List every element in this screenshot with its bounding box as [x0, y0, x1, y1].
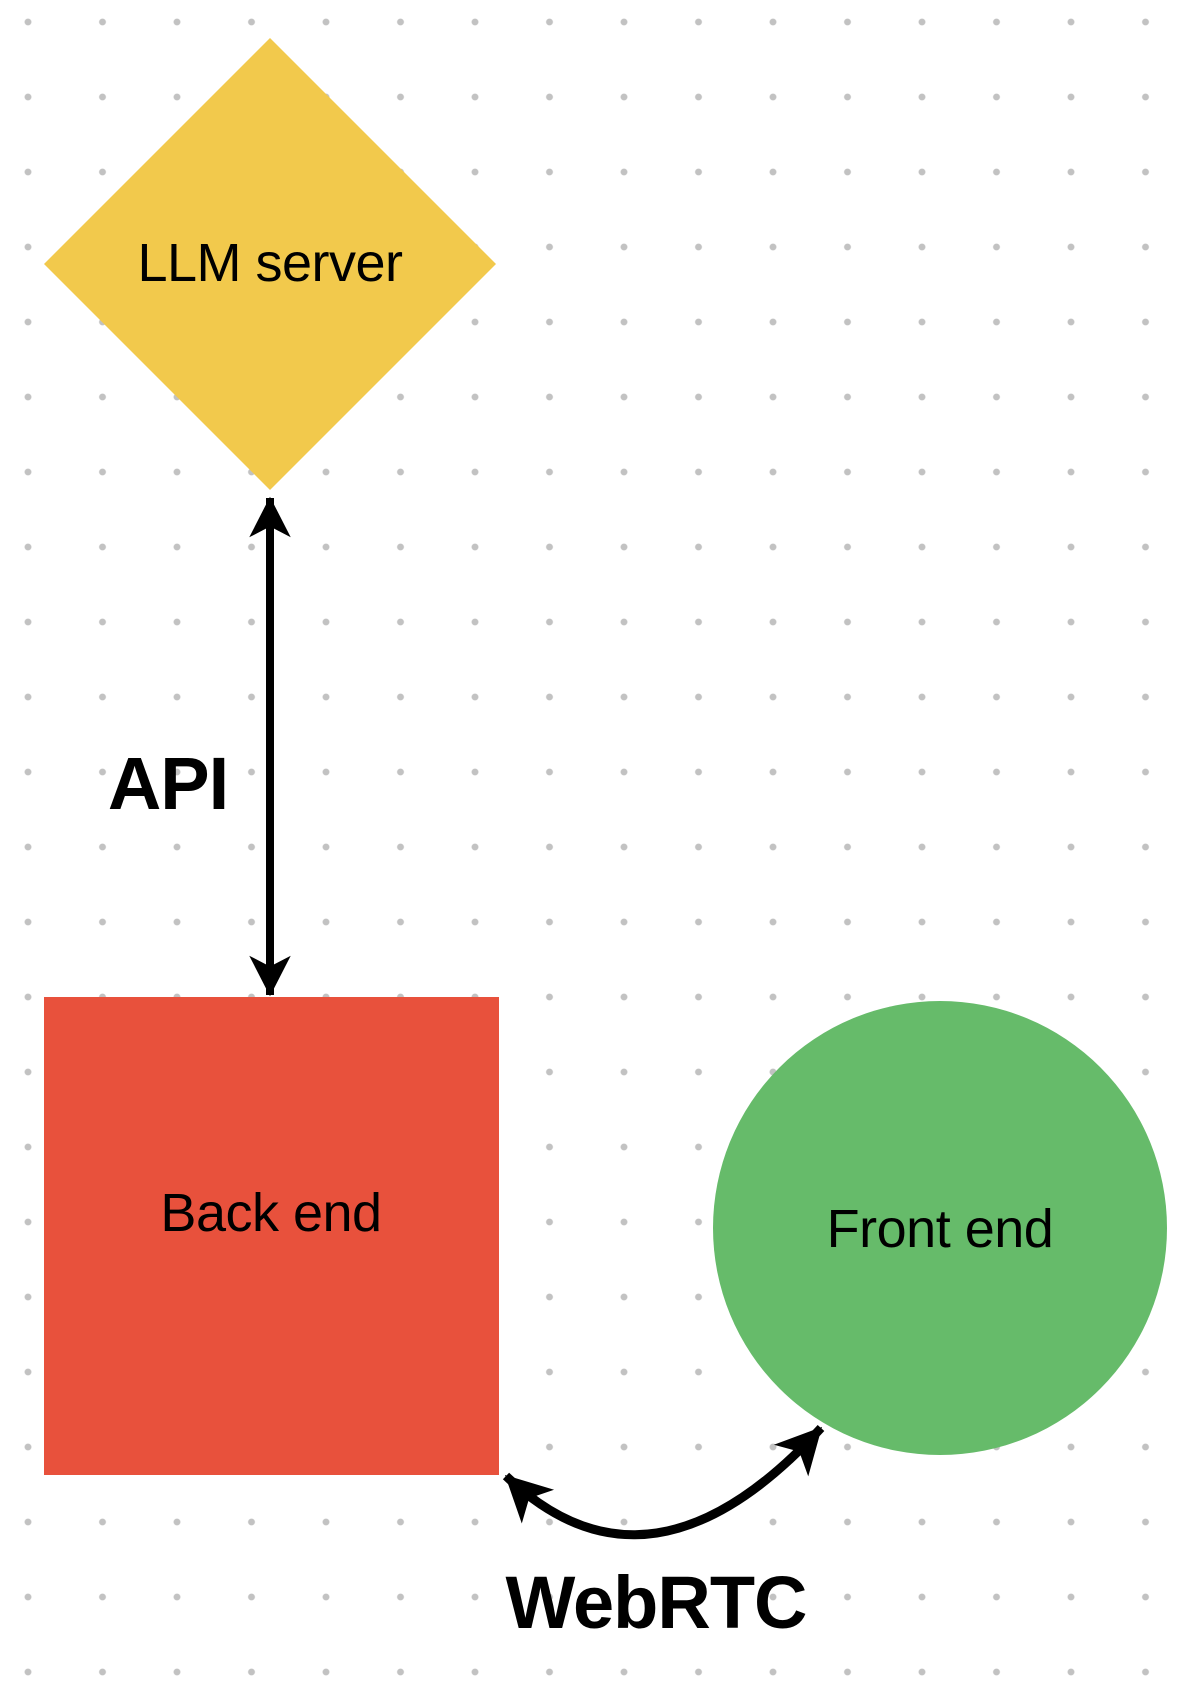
- webrtc-edge-label: WebRTC: [505, 1561, 808, 1644]
- llm-server-label: LLM server: [137, 233, 403, 293]
- front-end-label: Front end: [826, 1199, 1054, 1259]
- webrtc-arrow[interactable]: [502, 1424, 825, 1540]
- llm-server-node[interactable]: [44, 38, 496, 490]
- api-edge-label: API: [107, 742, 229, 825]
- front-end-node[interactable]: [713, 1001, 1167, 1455]
- back-end-node[interactable]: [44, 997, 499, 1475]
- back-end-label: Back end: [160, 1183, 382, 1243]
